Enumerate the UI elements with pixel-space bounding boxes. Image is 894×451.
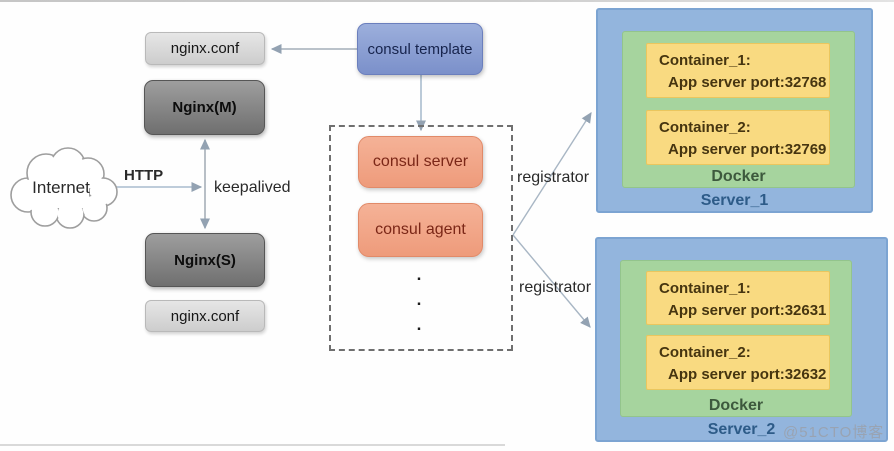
nginx-conf-bottom-box: nginx.conf [145,300,265,332]
nginx-conf-bottom-label: nginx.conf [170,307,240,325]
server-1-container-1-box: Container_1: App server port:32768 [646,43,830,98]
container-title: Container_1: [659,280,751,297]
registrator-bottom-label: registrator [519,279,592,296]
internet-cloud: Internet [6,140,121,235]
server-1-docker-box: Container_1: App server port:32768 Conta… [622,31,855,188]
nginx-slave-box: Nginx(S) [145,233,265,287]
server-1-docker-label: Docker [711,168,766,185]
keepalived-label: keepalived [214,179,291,196]
consul-cluster-dashed-box [329,125,513,351]
consul-server-label: consul server [372,153,469,170]
container-title: Container_2: [659,119,751,136]
consul-template-label: consul template [367,40,473,58]
nginx-master-box: Nginx(M) [144,80,265,135]
server-1-label: Server_1 [700,192,769,209]
watermark: @51CTO博客 [783,424,885,441]
server-1-container-2-box: Container_2: App server port:32769 [646,110,830,165]
container-detail: App server port:32768 [668,74,827,91]
consul-template-box: consul template [357,23,483,75]
bottom-divider-line [0,444,505,446]
registrator-top-label: registrator [517,169,590,186]
nginx-conf-top-box: nginx.conf [145,32,265,65]
dot: . [416,315,422,334]
server-2-box: Container_1: App server port:32631 Conta… [595,237,888,442]
http-label: HTTP [124,167,164,184]
consul-agent-label: consul agent [375,221,466,238]
internet-label: Internet [32,178,90,197]
server-2-docker-label: Docker [708,397,764,414]
container-title: Container_1: [659,52,751,69]
container-detail: App server port:32632 [668,366,827,383]
server-2-label: Server_2 [707,421,776,438]
server-2-container-1-box: Container_1: App server port:32631 [646,271,830,325]
server-2-container-2-box: Container_2: App server port:32632 [646,335,830,390]
consul-agent-box: consul agent [358,203,483,257]
ellipsis-dots: . . . [412,262,426,337]
consul-server-box: consul server [358,136,483,188]
container-detail: App server port:32769 [668,141,827,158]
nginx-slave-label: Nginx(S) [174,251,236,269]
cloud-icon [10,147,118,229]
container-detail: App server port:32631 [668,302,827,319]
server-1-box: Container_1: App server port:32768 Conta… [596,8,873,213]
server-2-docker-box: Container_1: App server port:32631 Conta… [620,260,852,417]
dot: . [416,290,422,309]
nginx-conf-top-label: nginx.conf [170,40,240,57]
dot: . [416,265,422,284]
container-title: Container_2: [659,344,751,361]
nginx-master-label: Nginx(M) [172,99,237,116]
top-divider-line [0,0,894,2]
